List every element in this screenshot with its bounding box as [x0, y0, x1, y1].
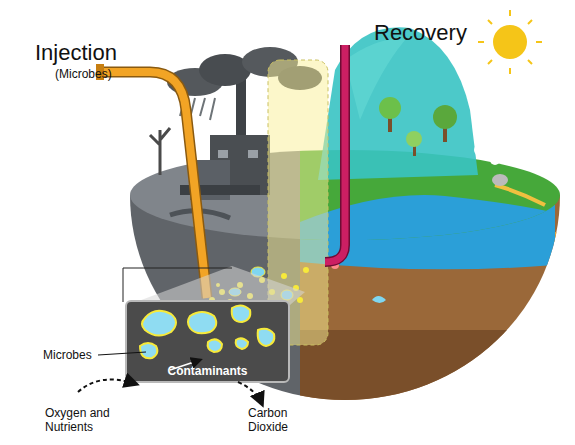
flow-arrows: [78, 380, 262, 405]
text-label: Recovery: [374, 20, 504, 46]
sun: [478, 10, 542, 74]
node-text: Contaminants: [167, 364, 247, 378]
injection-pipe: [96, 64, 207, 298]
text-label: Oxygen and Nutrients: [45, 406, 125, 435]
inset-box: Contaminants: [125, 300, 290, 383]
text-label: Injection: [35, 40, 155, 66]
recovery-pipe: [325, 45, 345, 262]
text-label: Microbes: [43, 348, 103, 362]
text-label: (Microbes): [55, 67, 145, 81]
leader-lines: [123, 268, 232, 302]
text-label: Carbon Dioxide: [248, 406, 310, 435]
trees: [379, 97, 508, 186]
